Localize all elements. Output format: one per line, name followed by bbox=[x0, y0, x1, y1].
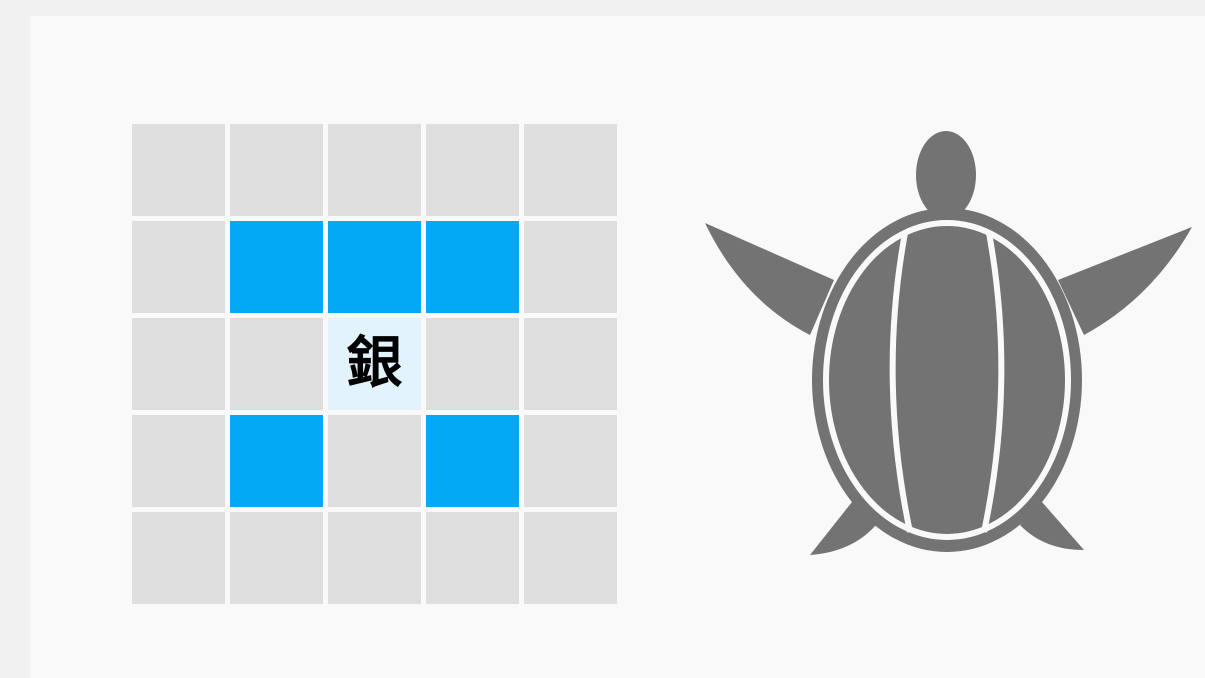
grid-cell bbox=[426, 124, 519, 216]
grid-cell bbox=[426, 318, 519, 410]
grid-cell bbox=[524, 512, 617, 604]
sea-turtle-icon bbox=[705, 131, 1192, 555]
grid-cell bbox=[132, 124, 225, 216]
piece-label: 銀 bbox=[346, 331, 403, 396]
grid-cell bbox=[230, 512, 323, 604]
grid-cell bbox=[426, 512, 519, 604]
move-cell bbox=[230, 221, 323, 313]
grid-cell bbox=[524, 124, 617, 216]
grid-cell bbox=[524, 318, 617, 410]
grid-cell bbox=[230, 124, 323, 216]
diagram-panel: 銀 bbox=[30, 16, 1205, 678]
move-cell bbox=[426, 221, 519, 313]
move-cell bbox=[328, 221, 421, 313]
grid-cell bbox=[524, 221, 617, 313]
move-cell bbox=[426, 415, 519, 507]
grid-cell bbox=[132, 318, 225, 410]
piece-cell: 銀 bbox=[328, 318, 421, 410]
grid-cell bbox=[328, 512, 421, 604]
movement-grid: 銀 bbox=[132, 124, 619, 605]
grid-cell bbox=[328, 124, 421, 216]
move-cell bbox=[230, 415, 323, 507]
grid-cell bbox=[230, 318, 323, 410]
grid-cell bbox=[132, 415, 225, 507]
grid-cell bbox=[328, 415, 421, 507]
grid-cell bbox=[132, 221, 225, 313]
grid-cell bbox=[132, 512, 225, 604]
grid-cell bbox=[524, 415, 617, 507]
